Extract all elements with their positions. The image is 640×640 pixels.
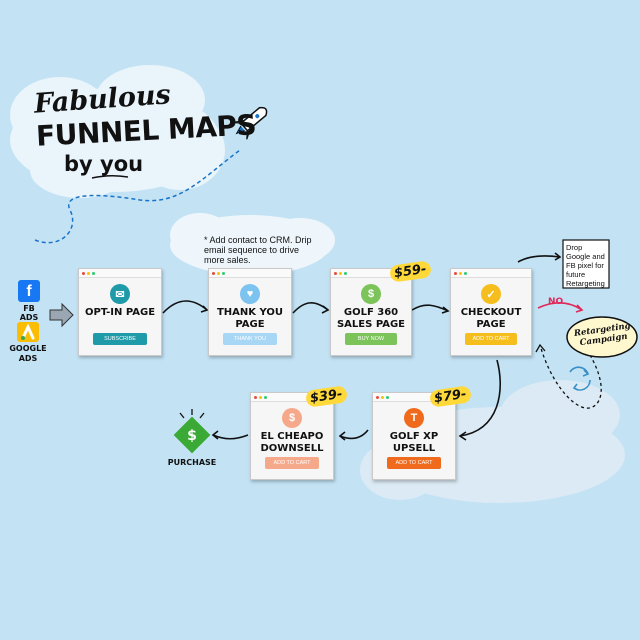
- upsell-add-to-cart-button[interactable]: ADD TO CART: [387, 457, 441, 469]
- facebook-icon: f: [18, 280, 40, 302]
- fb-ads-label: FB ADS: [19, 304, 39, 322]
- upsell-page-card: T GOLF XP UPSELL ADD TO CART: [372, 392, 456, 480]
- flow-arrows: [162, 252, 562, 441]
- fb-ads-source: f FB ADS: [14, 280, 44, 322]
- window-bar: [79, 269, 161, 278]
- rocket-trail: [34, 149, 241, 244]
- note-cloud: [170, 213, 335, 275]
- purchase-icon: $: [173, 409, 211, 454]
- buy-now-button[interactable]: BUY NOW: [345, 333, 397, 345]
- google-ads-label: GOOGLE ADS: [9, 344, 47, 363]
- window-bar: [251, 393, 333, 402]
- retargeting-loop: [539, 344, 602, 409]
- google-ads-source: GOOGLE ADS: [6, 322, 50, 364]
- no-label: NO: [548, 297, 564, 307]
- optin-page-card: ✉ OPT-IN PAGE SUBSCRIBE: [78, 268, 162, 356]
- no-arrow: [537, 302, 584, 313]
- window-bar: [373, 393, 455, 402]
- purchase-label: PURCHASE: [167, 458, 217, 467]
- by-you-underline: [91, 174, 129, 179]
- checkout-add-to-cart-button[interactable]: ADD TO CART: [465, 333, 517, 345]
- downsell-page-title: EL CHEAPO DOWNSELL: [260, 431, 324, 454]
- checkout-page-title: CHECKOUT PAGE: [460, 307, 522, 330]
- mail-icon: ✉: [110, 284, 130, 304]
- subscribe-button[interactable]: SUBSCRIBE: [93, 333, 147, 345]
- title-line-by-you: by you: [64, 152, 144, 176]
- thank-you-page-card: ♥ THANK YOU PAGE THANK YOU: [208, 268, 292, 356]
- rocket-icon: [232, 106, 268, 140]
- title-cloud: [10, 65, 225, 198]
- thank-you-page-title: THANK YOU PAGE: [216, 307, 284, 330]
- moneybag-icon: $: [282, 408, 302, 428]
- sales-page-title: GOLF 360 SALES PAGE: [336, 307, 406, 330]
- pixel-note: Drop Google and FB pixel for future Reta…: [566, 243, 605, 288]
- upsell-page-title: GOLF XP UPSELL: [389, 431, 439, 454]
- sales-page-card: $ GOLF 360 SALES PAGE BUY NOW: [330, 268, 412, 356]
- downsell-page-card: $ EL CHEAPO DOWNSELL ADD TO CART: [250, 392, 334, 480]
- svg-text:$: $: [187, 428, 197, 444]
- recycle-icon: [569, 366, 591, 391]
- window-bar: [331, 269, 411, 278]
- check-icon: ✓: [481, 284, 501, 304]
- thank-you-button[interactable]: THANK YOU: [223, 333, 277, 345]
- downsell-add-to-cart-button[interactable]: ADD TO CART: [265, 457, 319, 469]
- checkout-page-card: ✓ CHECKOUT PAGE ADD TO CART: [450, 268, 532, 356]
- google-ads-icon: [17, 322, 39, 342]
- traffic-arrow: [49, 302, 74, 328]
- shirt-icon: T: [404, 408, 424, 428]
- retargeting-bubble: [566, 316, 638, 358]
- crm-note: * Add contact to CRM. Drip email sequenc…: [204, 235, 312, 265]
- dollar-icon: $: [361, 284, 381, 304]
- window-bar: [209, 269, 291, 278]
- heart-icon: ♥: [240, 284, 260, 304]
- pixel-note-box: [562, 239, 610, 289]
- window-bar: [451, 269, 531, 278]
- optin-page-title: OPT-IN PAGE: [84, 307, 156, 318]
